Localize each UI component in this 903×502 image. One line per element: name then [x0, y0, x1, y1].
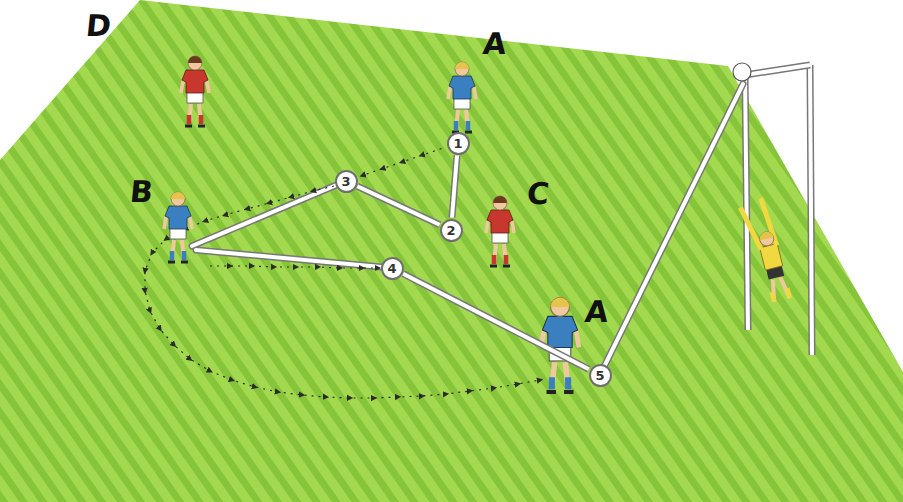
- player-run: [210, 266, 378, 268]
- pass-connector: [357, 186, 439, 224]
- defender-player: [181, 56, 209, 126]
- step-number: 1: [453, 137, 462, 150]
- player-letter: B: [128, 177, 154, 207]
- player-letter: C: [526, 179, 551, 209]
- step-number: 3: [341, 175, 350, 188]
- pass-outline: [403, 274, 589, 370]
- pass-line: [403, 274, 589, 370]
- player-letter: D: [84, 11, 112, 41]
- step-marker: 1: [447, 132, 470, 155]
- run-connector: [363, 149, 442, 176]
- goalkeeper: [739, 197, 790, 304]
- player-letter: A: [583, 297, 609, 327]
- step-marker: 2: [440, 219, 463, 242]
- attacker-player: [164, 192, 192, 262]
- goal: [745, 65, 812, 355]
- player-letter: A: [481, 29, 507, 59]
- player-run: [145, 186, 540, 398]
- ball: [733, 63, 751, 81]
- attacker-player: [448, 62, 476, 132]
- pass-line: [452, 155, 457, 217]
- step-marker: 4: [381, 257, 404, 280]
- pass-outline: [452, 155, 457, 217]
- run-line: [363, 149, 442, 176]
- step-number: 5: [595, 369, 604, 382]
- pass-outline: [357, 186, 439, 224]
- step-marker: 5: [589, 364, 612, 387]
- step-number: 4: [387, 262, 396, 275]
- pass-connector: [452, 155, 457, 217]
- pass-line: [357, 186, 439, 224]
- defender-player: [486, 196, 514, 266]
- step-marker: 3: [335, 170, 358, 193]
- step-number: 2: [446, 224, 455, 237]
- pass-connector: [403, 274, 589, 370]
